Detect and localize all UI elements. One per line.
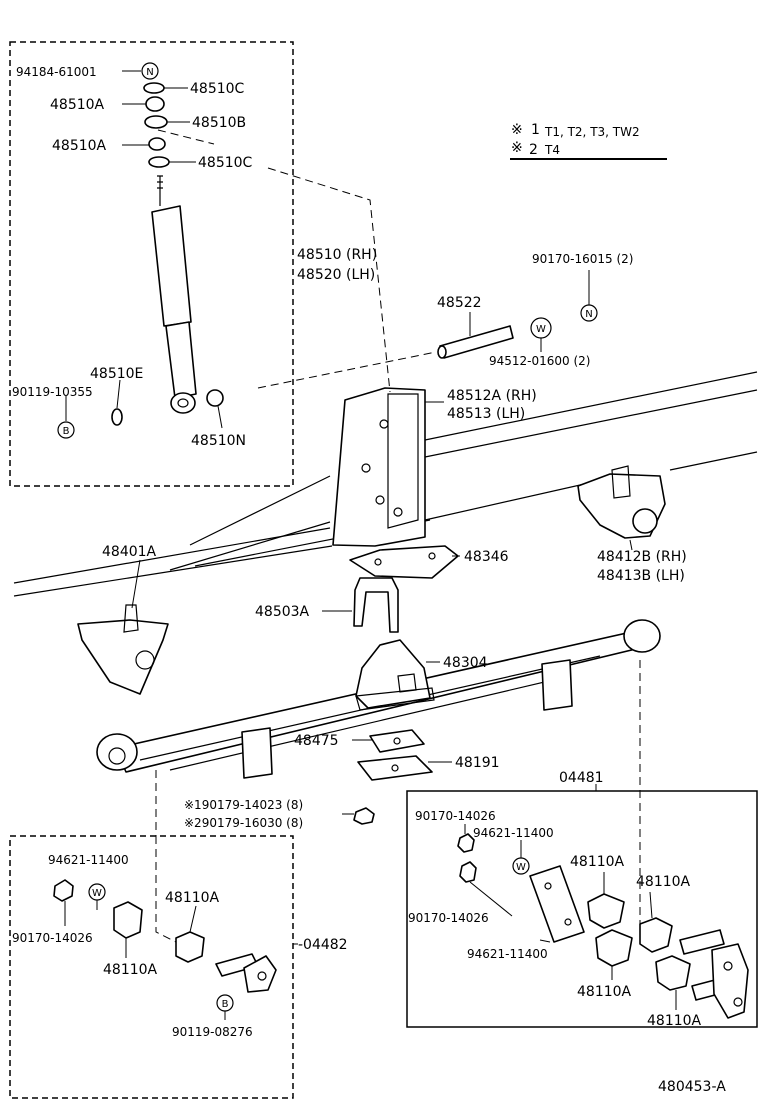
bolt-symbol-lower: B (216, 994, 234, 1012)
label-48522: 48522 (437, 295, 482, 311)
bumper-48304 (355, 639, 435, 711)
label-48110A-right-3: 48110A (577, 984, 632, 1000)
legend: ※ 1 T1, T2, T3, TW2 ※ 2 T4 (510, 122, 667, 160)
svg-text:N: N (585, 309, 592, 320)
label-48413B-lh: 48413B (LH) (597, 568, 685, 584)
shock-bracket (332, 387, 426, 547)
label-90170-14026-right-2: 90170-14026 (408, 911, 489, 925)
label-48304: 48304 (443, 655, 488, 671)
label-48510C-2: 48510C (198, 155, 253, 171)
label-90119-10355: 90119-10355 (12, 385, 93, 399)
label-90179-14023: ※190179-14023 (8) (184, 798, 303, 812)
nut-symbol-top: N (141, 62, 159, 80)
label-48110A-right-2: 48110A (636, 874, 691, 890)
label-90119-08276: 90119-08276 (172, 1025, 253, 1039)
label-48520-lh: 48520 (LH) (297, 267, 375, 283)
washer-symbol-right: W (512, 857, 530, 875)
pad-48475 (369, 729, 425, 753)
label-90179-16030: ※290179-16030 (8) (184, 816, 303, 830)
svg-text:B: B (222, 999, 229, 1010)
shock-absorber (151, 175, 197, 414)
label-90170-16015: 90170-16015 (2) (532, 252, 634, 266)
label-04482: -04482 (298, 937, 348, 953)
label-48401A: 48401A (102, 544, 157, 560)
label-48412B-rh: 48412B (RH) (597, 549, 687, 565)
label-48510-rh: 48510 (RH) (297, 247, 377, 263)
u-bolt-48503A (353, 577, 399, 633)
label-48503A: 48503A (255, 604, 310, 620)
part-labels: 94184-61001 48510C 48510A 48510B 48510A … (12, 65, 726, 1095)
label-90170-14026-right-1: 90170-14026 (415, 809, 496, 823)
label-94621-11400-right-1: 94621-11400 (473, 826, 554, 840)
legend-line1-text: T1, T2, T3, TW2 (544, 125, 640, 139)
nut-symbol-upper-right: N (580, 304, 598, 322)
nut-90179 (353, 807, 375, 825)
svg-text:N: N (146, 67, 153, 78)
label-94512-01600: 94512-01600 (2) (489, 354, 591, 368)
leader-lines (64, 70, 677, 1020)
stud-48522 (437, 325, 514, 359)
label-94621-11400-left: 94621-11400 (48, 853, 129, 867)
label-48110A-right-4: 48110A (647, 1013, 702, 1029)
label-48110A-right-1: 48110A (570, 854, 625, 870)
label-48510A-1: 48510A (50, 97, 105, 113)
right-shackle-parts (457, 833, 749, 1019)
label-90170-14026-left: 90170-14026 (12, 931, 93, 945)
label-48510E: 48510E (90, 366, 143, 382)
bolt-symbol-upper: B (57, 421, 75, 439)
svg-text:B: B (63, 426, 70, 437)
washer-symbol-upper: W (530, 317, 552, 339)
label-48512A-rh: 48512A (RH) (447, 388, 537, 404)
shock-absorber-group-box (9, 41, 294, 487)
right-shackle-group-box (406, 790, 758, 1028)
legend-line1-mark: ※ (511, 122, 523, 138)
label-48510N: 48510N (191, 433, 246, 449)
label-48510B: 48510B (192, 115, 246, 131)
legend-line2-mark: ※ (511, 140, 523, 156)
washer-symbol-left: W (88, 883, 106, 901)
left-shackle-parts (53, 879, 277, 993)
label-94621-11400-right-2: 94621-11400 (467, 947, 548, 961)
assembly-dashed-lines (155, 129, 641, 943)
diagram-id: 480453-A (658, 1079, 726, 1095)
label-48510A-2: 48510A (52, 138, 107, 154)
svg-text:W: W (92, 888, 102, 899)
label-48346: 48346 (464, 549, 509, 565)
svg-text:W: W (536, 324, 546, 335)
left-shackle-group-box (9, 835, 294, 1099)
label-04481: 04481 (559, 770, 604, 786)
label-48510C-top: 48510C (190, 81, 245, 97)
rear-spring-hanger-48412B (577, 465, 666, 539)
label-48475: 48475 (294, 733, 339, 749)
label-48191: 48191 (455, 755, 500, 771)
legend-line2-num: 2 (529, 142, 538, 158)
label-94184-61001: 94184-61001 (16, 65, 97, 79)
front-spring-hanger-48401A (77, 604, 169, 695)
label-48110A-left-1: 48110A (165, 890, 220, 906)
legend-line1-num: 1 (531, 122, 540, 138)
legend-line2-text: T4 (544, 143, 560, 157)
label-48110A-left-2: 48110A (103, 962, 158, 978)
svg-text:W: W (516, 862, 526, 873)
label-48513-lh: 48513 (LH) (447, 406, 525, 422)
plate-48346 (349, 545, 459, 579)
seat-48191 (357, 755, 433, 781)
